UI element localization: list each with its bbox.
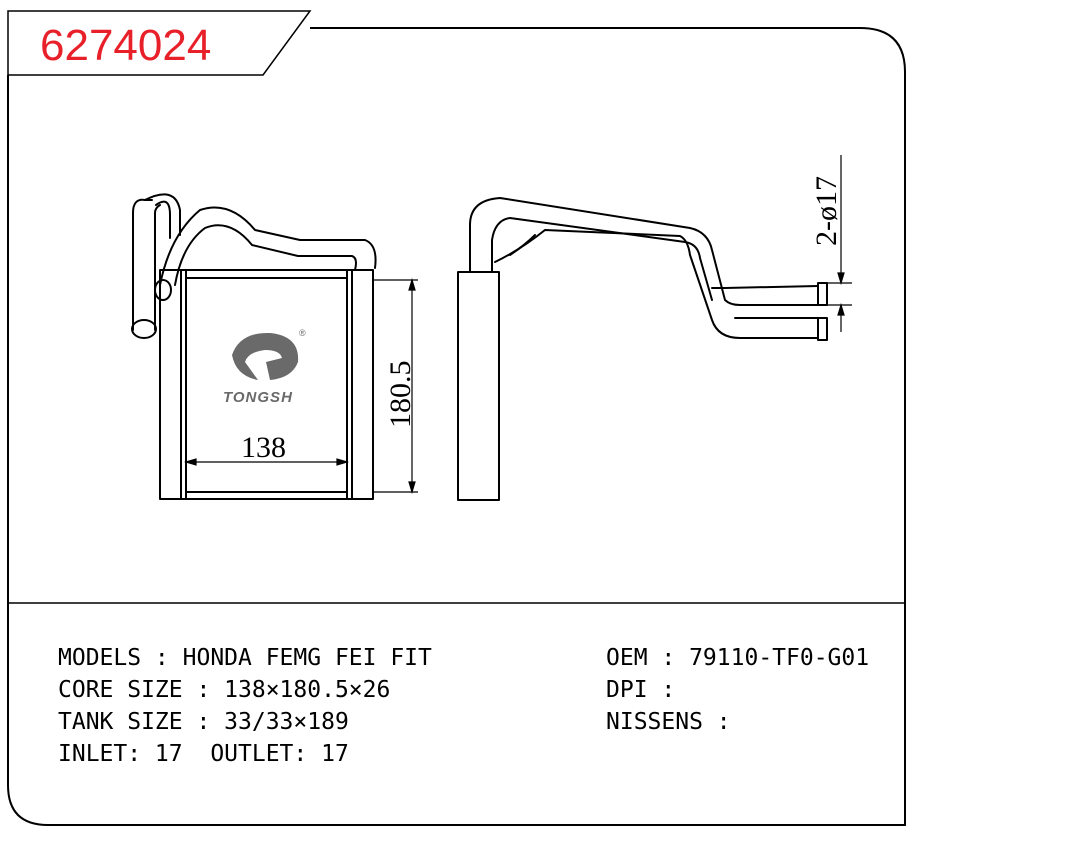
front-top-pipe: [144, 193, 181, 236]
height-dimension: [373, 277, 418, 495]
side-upper-pipe: [469, 197, 819, 306]
part-number: 6274024: [40, 21, 211, 70]
specs-right: OEM : 79110-TF0-G01 DPI : NISSENS :: [606, 645, 869, 735]
spec-models: MODELS : HONDA FEMG FEI FIT: [58, 645, 432, 671]
side-lower-pipe: [494, 229, 819, 339]
side-outlet-stub: [817, 317, 828, 341]
spec-dpi: DPI :: [606, 677, 675, 703]
spec-tank-size: TANK SIZE : 33/33×189: [58, 709, 349, 735]
core-width-label: 138: [241, 431, 286, 464]
logo-text: TONGSH: [223, 389, 293, 406]
spec-nissens: NISSENS :: [606, 709, 731, 735]
sheet-frame: [7, 27, 906, 826]
brand-logo: ® TONGSH: [223, 328, 306, 406]
front-vertical-pipe: [132, 198, 153, 331]
spec-oem: OEM : 79110-TF0-G01: [606, 645, 869, 671]
spec-core-size: CORE SIZE : 138×180.5×26: [58, 677, 390, 703]
width-dimension: [183, 458, 350, 466]
registered-mark: ®: [299, 328, 306, 338]
core-height-label: 180.5: [384, 361, 417, 429]
front-view: [131, 193, 377, 500]
front-outlet-cap: [154, 279, 172, 301]
pipe-diameter-dimension: [827, 155, 852, 332]
core-outline: [159, 269, 374, 500]
part-number-tab: [7, 10, 312, 76]
side-view: [457, 197, 828, 501]
specs-left: MODELS : HONDA FEMG FEI FIT CORE SIZE : …: [58, 645, 432, 767]
side-tank: [457, 271, 500, 501]
side-inlet-stub: [817, 282, 828, 306]
pipe-diameter-label: 2-ø17: [810, 176, 843, 246]
front-inlet-cap: [131, 319, 157, 339]
logo-mark: [232, 332, 299, 380]
spec-inlet-outlet: INLET: 17 OUTLET: 17: [58, 741, 349, 767]
front-bend-pipe: [159, 206, 377, 286]
